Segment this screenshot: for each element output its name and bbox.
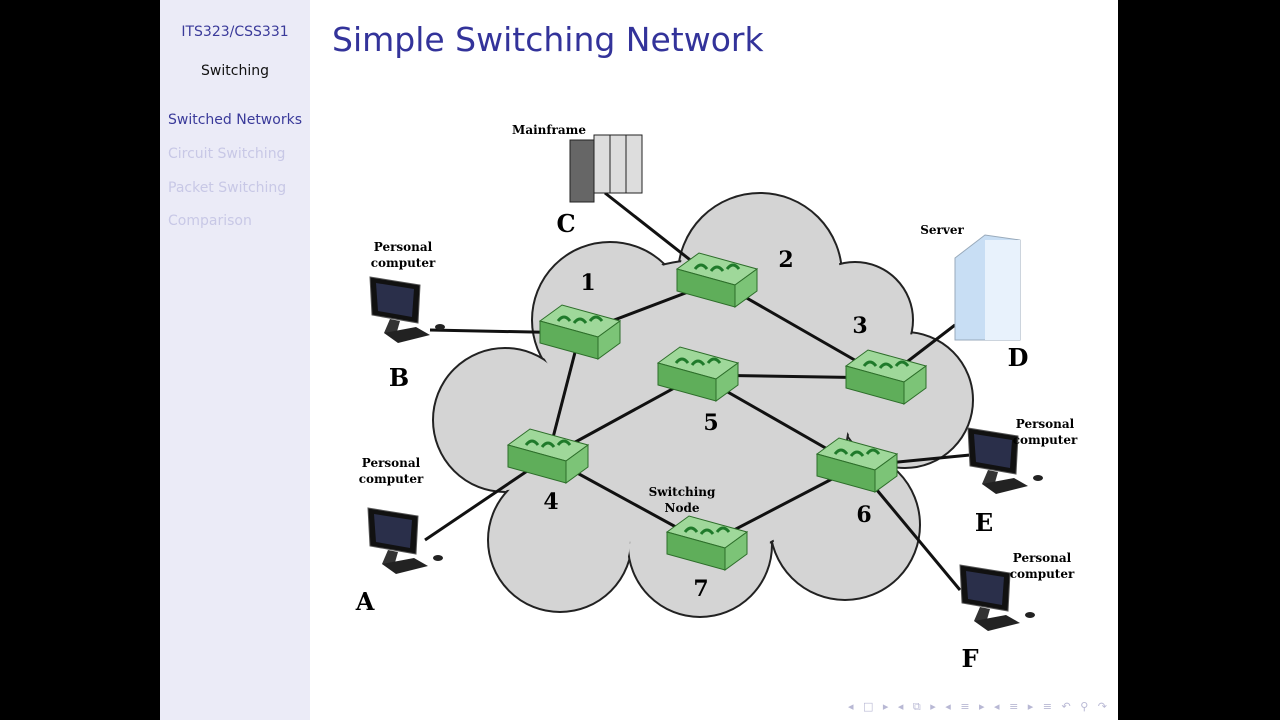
switch-node-2	[675, 252, 759, 308]
pc-e-caption: Personal	[1016, 417, 1075, 431]
sidebar-item-switched-networks[interactable]: Switched Networks	[168, 112, 302, 128]
switch-arrows-icon	[683, 526, 731, 535]
pc-f-caption-line2: computer	[1010, 567, 1075, 581]
node-label-6: 6	[856, 502, 871, 528]
switch-node-4	[506, 428, 590, 484]
pc-e-caption-line2: computer	[1013, 433, 1078, 447]
slide: ITS323/CSS331 Switching Switched Network…	[160, 0, 1118, 720]
switching-node-caption: Switching	[649, 485, 716, 499]
switch-arrows-icon	[524, 439, 572, 448]
pc-f-caption: Personal	[1013, 551, 1072, 565]
personal-computer-f	[959, 564, 1035, 631]
sidebar-item-comparison[interactable]: Comparison	[168, 213, 252, 229]
node-label-2: 2	[778, 247, 793, 273]
personal-computer-a	[367, 507, 443, 574]
sidebar: ITS323/CSS331 Switching Switched Network…	[160, 0, 310, 720]
device-letter-a: A	[355, 587, 375, 616]
switch-node-1	[538, 304, 622, 360]
node-label-3: 3	[852, 313, 867, 339]
switching-node-caption-line2: Node	[665, 501, 700, 515]
node-label-5: 5	[703, 410, 718, 436]
node-label-7: 7	[693, 576, 708, 602]
switch-node-6	[815, 437, 899, 493]
switch-node-3	[844, 349, 928, 405]
section-title[interactable]: Switching	[201, 63, 269, 79]
switch-node-7	[665, 515, 749, 571]
device-letter-e: E	[975, 508, 993, 537]
mainframe-caption: Mainframe	[512, 123, 586, 137]
switch-arrows-icon	[862, 360, 910, 369]
node-label-4: 4	[543, 489, 558, 515]
switch-arrows-icon	[833, 448, 881, 457]
course-title[interactable]: ITS323/CSS331	[181, 24, 289, 40]
server-icon	[954, 234, 1021, 341]
pc-a-caption: Personal	[362, 456, 421, 470]
page-title: Simple Switching Network	[332, 20, 764, 59]
pc-a-caption-line2: computer	[359, 472, 424, 486]
pc-b-caption-line2: computer	[371, 256, 436, 270]
sidebar-item-circuit-switching[interactable]: Circuit Switching	[168, 146, 286, 162]
personal-computer-b	[369, 276, 445, 343]
mainframe-icon	[569, 134, 643, 203]
switch-arrows-icon	[674, 357, 722, 366]
switch-arrows-icon	[556, 315, 604, 324]
node-label-1: 1	[580, 270, 595, 296]
server-caption: Server	[920, 223, 964, 237]
device-letter-c: C	[556, 209, 575, 238]
sidebar-item-packet-switching[interactable]: Packet Switching	[168, 180, 287, 196]
beamer-navigation[interactable]: ◂ □ ▸ ◂ ⧉ ▸ ◂ ≡ ▸ ◂ ≡ ▸ ≡ ↶ ⚲ ↷	[847, 700, 1110, 713]
switch-node-5	[656, 346, 740, 402]
device-letter-f: F	[961, 644, 978, 673]
pc-b-caption: Personal	[374, 240, 433, 254]
device-letter-b: B	[389, 363, 409, 392]
switch-arrows-icon	[693, 263, 741, 272]
device-letter-d: D	[1008, 343, 1029, 372]
personal-computer-e	[967, 427, 1043, 494]
